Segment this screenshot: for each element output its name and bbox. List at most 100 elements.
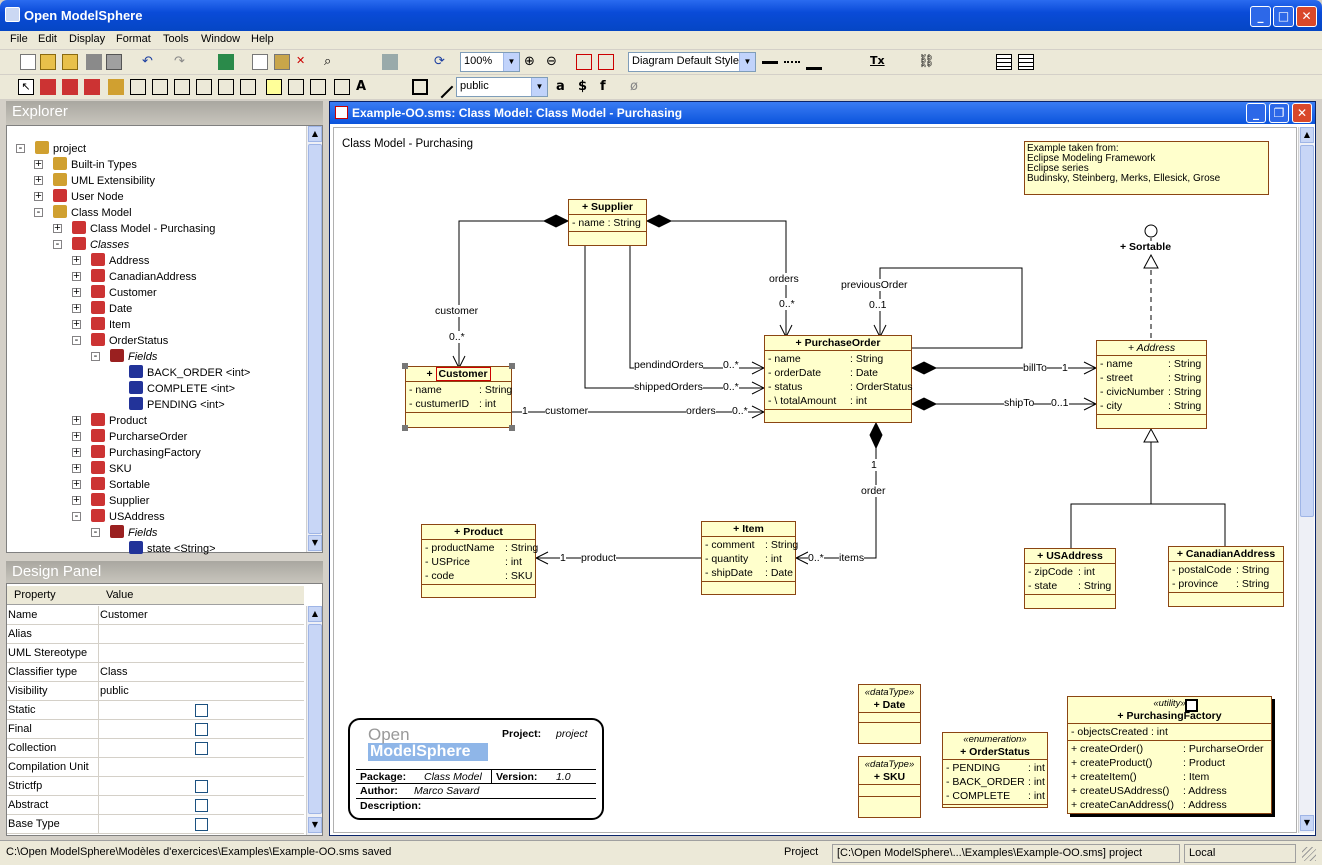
tree-item[interactable]: COMPLETE <int> xyxy=(129,381,235,395)
tree-item[interactable]: PENDING <int> xyxy=(129,397,225,411)
open-recent-icon[interactable] xyxy=(62,54,78,70)
expand-icon[interactable]: + xyxy=(72,414,81,426)
property-value[interactable]: public xyxy=(100,685,129,697)
selection-handle[interactable] xyxy=(509,363,515,369)
property-row[interactable]: Static xyxy=(7,701,304,720)
menu-tools[interactable]: Tools xyxy=(163,33,189,45)
menu-window[interactable]: Window xyxy=(201,33,241,45)
tree-item[interactable]: USAddress xyxy=(91,509,165,523)
tree-item[interactable]: PurchasingFactory xyxy=(91,445,201,459)
explorer-scrollbar[interactable]: ▲ ▼ xyxy=(306,126,322,552)
selection-handle[interactable] xyxy=(402,425,408,431)
table-list-icon[interactable] xyxy=(1018,54,1034,70)
select-tool-icon[interactable]: ↖ xyxy=(18,79,34,95)
collapse-icon[interactable]: - xyxy=(34,207,43,218)
property-row[interactable]: Alias xyxy=(7,625,304,644)
import-icon[interactable] xyxy=(218,54,234,70)
class-canadian-address[interactable]: + CanadianAddress - postalCode: String -… xyxy=(1168,546,1284,607)
minimize-icon[interactable]: _ xyxy=(1246,103,1266,123)
selection-handle[interactable] xyxy=(509,425,515,431)
property-row[interactable]: Compilation Unit xyxy=(7,758,304,777)
tree-item[interactable]: Sortable xyxy=(91,477,150,491)
style-select[interactable]: Diagram Default Style▼ xyxy=(628,52,756,72)
class-date[interactable]: «dataType»+ Date xyxy=(858,684,921,744)
expand-icon[interactable]: + xyxy=(72,270,81,282)
menu-edit[interactable]: Edit xyxy=(38,33,57,45)
class-tool-icon[interactable] xyxy=(40,79,56,95)
expand-icon[interactable]: + xyxy=(34,174,43,186)
stamp-tool-icon[interactable] xyxy=(334,79,350,95)
print-icon[interactable] xyxy=(106,54,122,70)
save-icon[interactable] xyxy=(86,54,102,70)
property-checkbox[interactable] xyxy=(195,780,208,793)
dash-style-icon[interactable] xyxy=(784,61,800,65)
rectangle-tool-icon[interactable] xyxy=(412,79,428,95)
visibility-select[interactable]: public▼ xyxy=(456,77,548,97)
dependency-tool-icon[interactable] xyxy=(218,79,234,95)
tree-item[interactable]: UML Extensibility xyxy=(53,173,155,187)
zoom-out-icon[interactable]: ⊖ xyxy=(546,54,557,69)
null-toggle-icon[interactable]: ø xyxy=(630,79,638,94)
package-tool-icon[interactable] xyxy=(84,79,100,95)
tree-item[interactable]: Address xyxy=(91,253,149,267)
scroll-up-icon[interactable]: ▲ xyxy=(1300,127,1314,143)
expand-icon[interactable]: + xyxy=(53,222,62,234)
scroll-up-icon[interactable]: ▲ xyxy=(308,606,322,622)
class-product[interactable]: + Product - productName: String - USPric… xyxy=(421,524,538,598)
align-icon[interactable] xyxy=(382,54,398,70)
scroll-thumb[interactable] xyxy=(1300,145,1314,517)
menu-display[interactable]: Display xyxy=(69,33,106,45)
association-tool-icon[interactable] xyxy=(130,79,146,95)
collapse-icon[interactable]: - xyxy=(72,335,81,346)
database-tool-icon[interactable] xyxy=(108,79,124,95)
expand-icon[interactable]: + xyxy=(72,430,81,442)
tree-item[interactable]: project xyxy=(35,141,86,155)
interface-tool-icon[interactable] xyxy=(62,79,78,95)
collapse-icon[interactable]: - xyxy=(16,143,25,154)
expand-icon[interactable]: + xyxy=(72,446,81,458)
inheritance-tool-icon[interactable] xyxy=(196,79,212,95)
class-purchasing-factory[interactable]: «utility»+ PurchasingFactory - objectsCr… xyxy=(1067,696,1272,814)
line-tool-icon[interactable] xyxy=(430,75,454,99)
class-purchase-order[interactable]: + PurchaseOrder - name: String - orderDa… xyxy=(764,335,912,423)
property-checkbox[interactable] xyxy=(195,799,208,812)
tree-item[interactable]: Date xyxy=(91,301,132,315)
property-row[interactable]: UML Stereotype xyxy=(7,644,304,663)
final-toggle-icon[interactable]: f xyxy=(600,79,606,94)
close-icon[interactable]: ✕ xyxy=(1292,103,1312,123)
tree-item[interactable]: Item xyxy=(91,317,130,331)
collapse-icon[interactable]: - xyxy=(72,511,81,522)
text-color-icon[interactable]: Tx xyxy=(870,54,885,67)
expand-icon[interactable]: + xyxy=(72,254,81,266)
menu-help[interactable]: Help xyxy=(251,33,274,45)
tree-item[interactable]: Customer xyxy=(91,285,157,299)
abstract-toggle-icon[interactable]: a xyxy=(556,79,565,94)
tree-item[interactable]: Fields xyxy=(110,525,157,539)
redo-icon[interactable]: ↷ xyxy=(174,54,185,69)
collapse-icon[interactable]: - xyxy=(91,527,100,538)
tree-item[interactable]: Class Model - Purchasing xyxy=(72,221,215,235)
tree-item[interactable]: User Node xyxy=(53,189,124,203)
value-column-header[interactable]: Value xyxy=(106,589,134,601)
property-row[interactable]: Collection xyxy=(7,739,304,758)
open-icon[interactable] xyxy=(40,54,56,70)
expand-icon[interactable]: + xyxy=(34,158,43,170)
collapse-icon[interactable]: - xyxy=(91,351,100,362)
class-customer[interactable]: + Customer - name: String - custumerID: … xyxy=(402,363,515,431)
minimize-icon[interactable]: _ xyxy=(1250,6,1271,27)
property-column-header[interactable]: Property xyxy=(14,589,56,601)
collapse-icon[interactable]: - xyxy=(53,239,62,250)
diagram-scrollbar[interactable]: ▲ ▼ xyxy=(1298,127,1314,833)
menu-file[interactable]: File xyxy=(10,33,28,45)
property-row[interactable]: Abstract xyxy=(7,796,304,815)
text-tool-icon[interactable]: A xyxy=(356,79,367,94)
tree-item[interactable]: Product xyxy=(91,413,147,427)
property-row[interactable]: Final xyxy=(7,720,304,739)
close-icon[interactable]: ✕ xyxy=(1296,6,1317,27)
copy-icon[interactable] xyxy=(252,54,268,70)
line-style-icon[interactable] xyxy=(762,61,778,65)
tree-item[interactable]: Built-in Types xyxy=(53,157,137,171)
delete-icon[interactable]: ✕ xyxy=(296,54,306,67)
